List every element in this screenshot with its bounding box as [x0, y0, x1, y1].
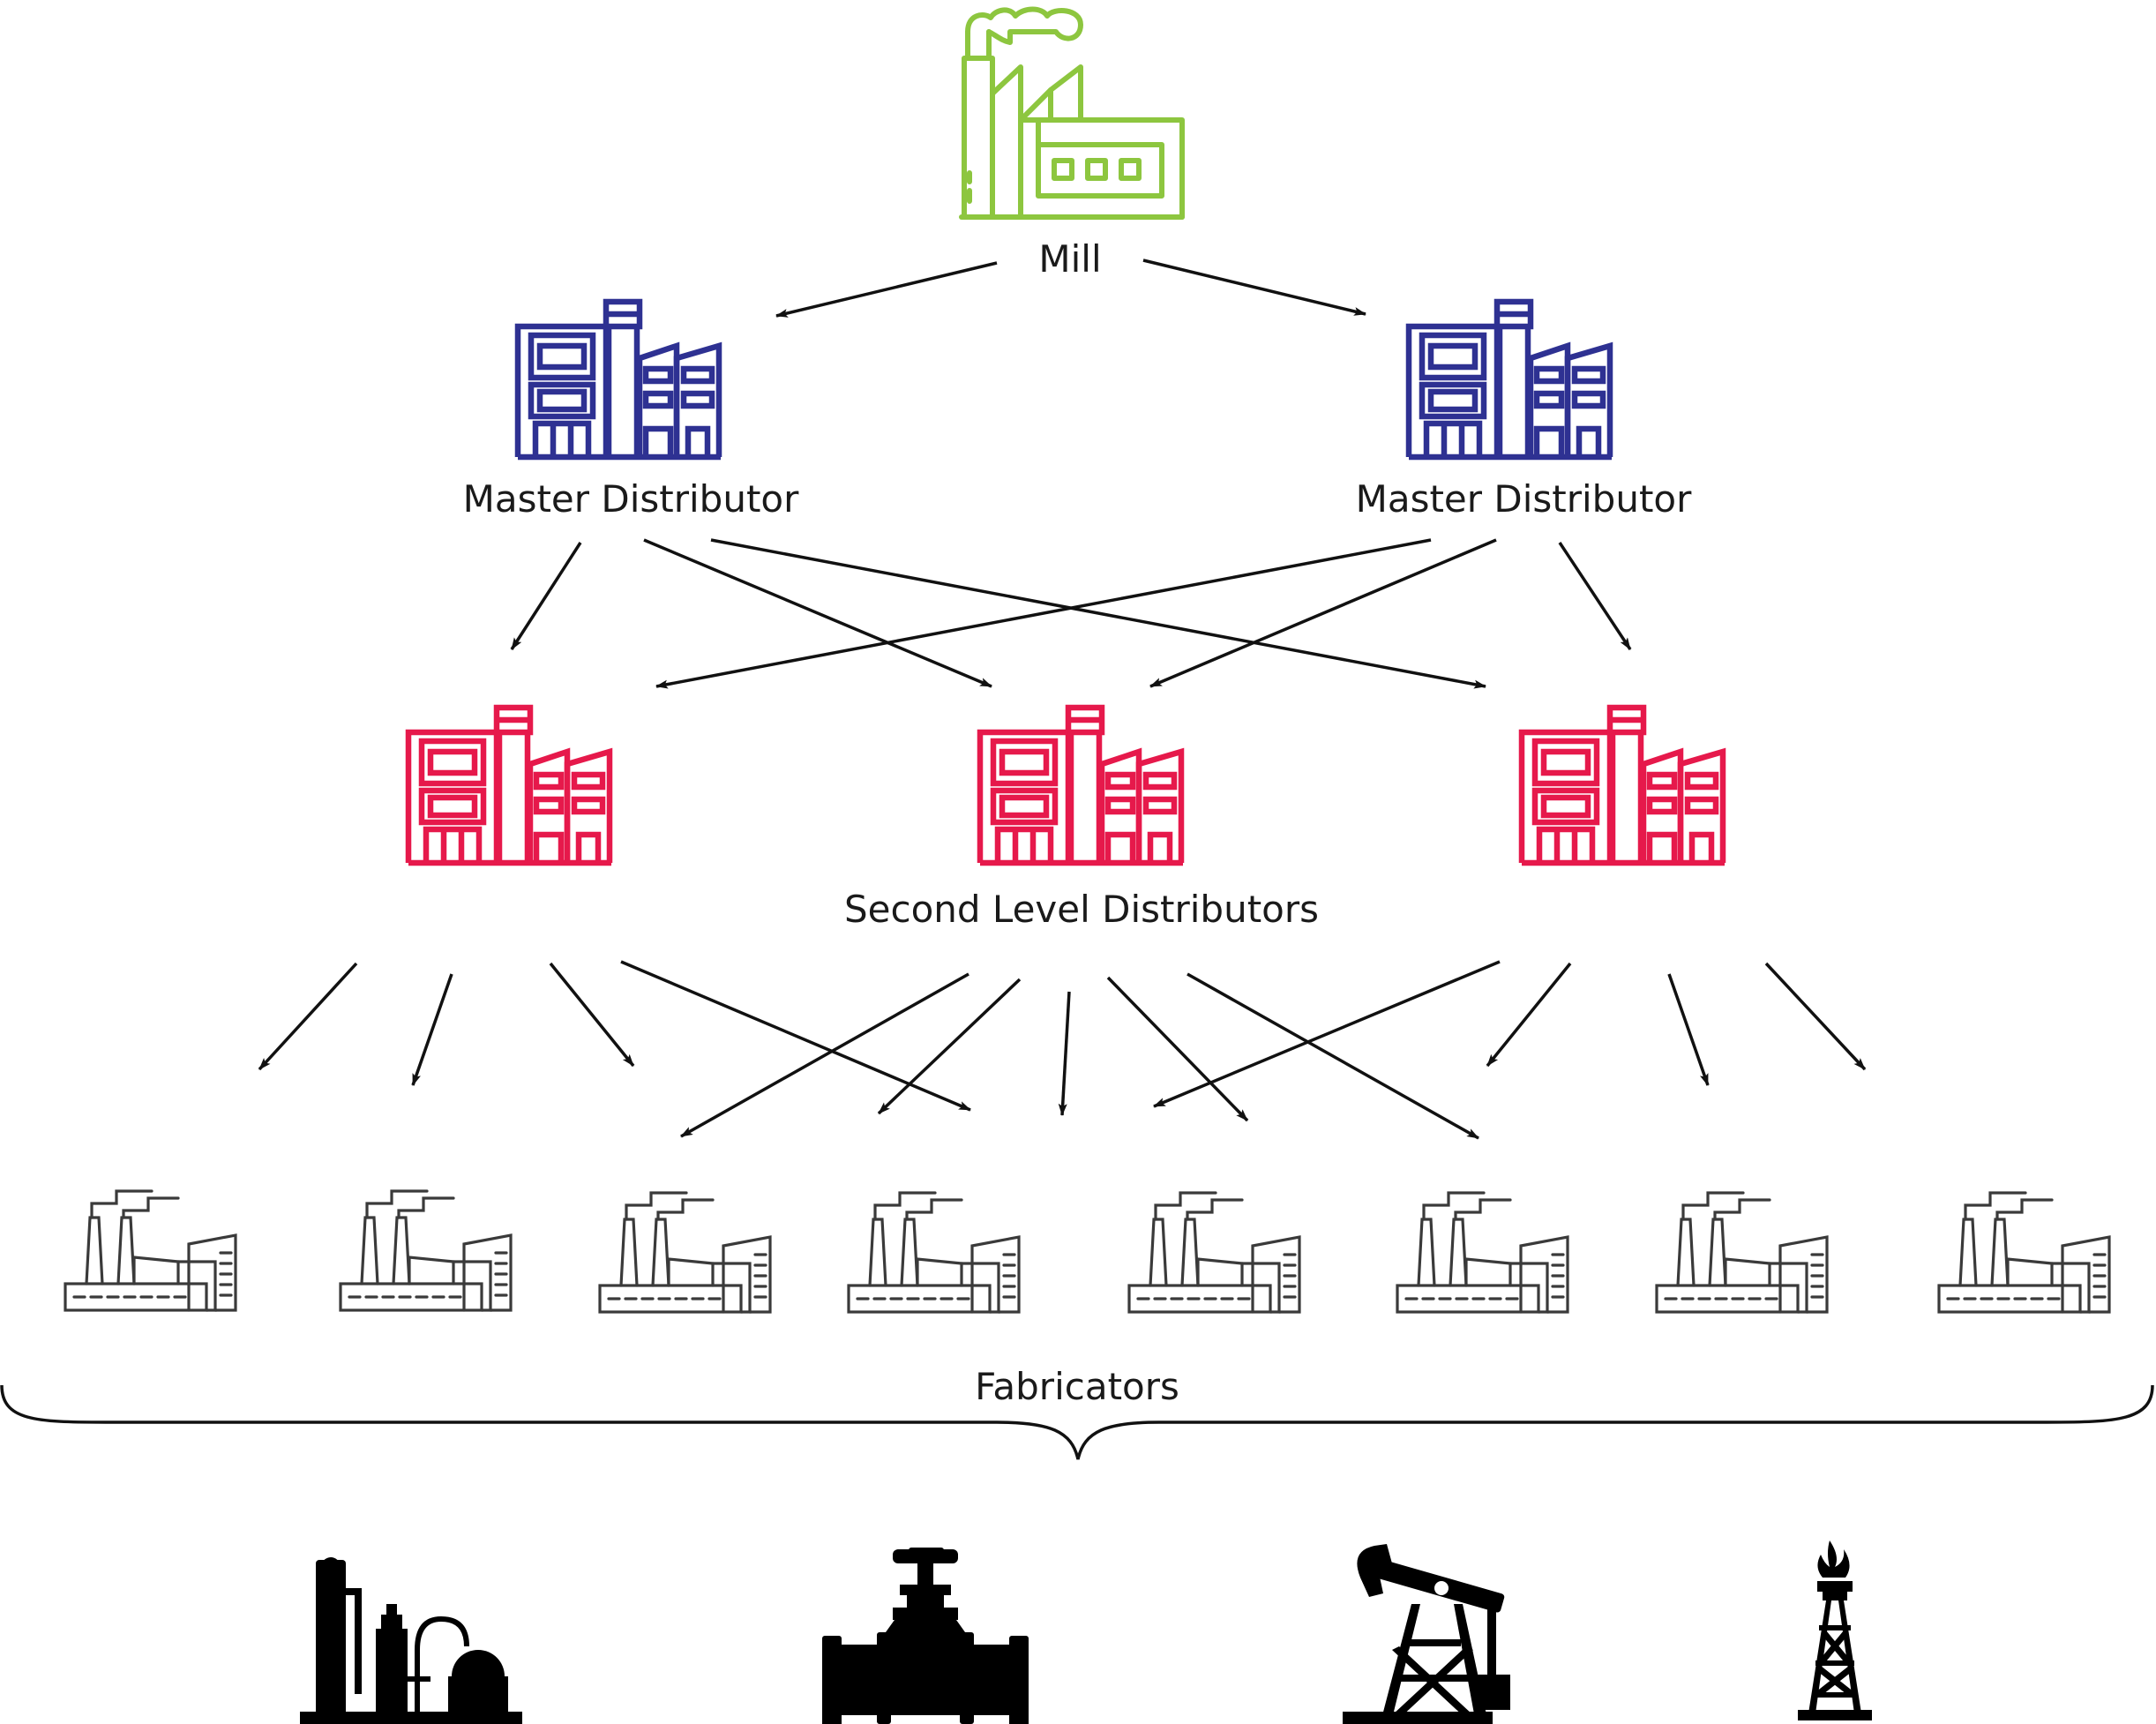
arrow-sl3-to-f8: [1764, 962, 1867, 1071]
second-level-distributor-1-icon: [408, 708, 611, 863]
mill-icon: [959, 6, 1185, 220]
second-level-distributors-label: Second Level Distributors: [844, 888, 1319, 931]
arrow-sl2-to-f5: [1106, 976, 1249, 1122]
arrow-mill-to-md-right: [1142, 259, 1366, 316]
fabricator-7-icon: [1655, 1191, 1829, 1314]
master-distributor-right-icon: [1409, 302, 1612, 457]
fabricator-2-icon: [339, 1189, 513, 1312]
arrow-sl1-to-f2: [411, 973, 453, 1086]
fabricators-brace: [0, 1384, 2154, 1460]
arrow-sl1-to-f4: [620, 960, 971, 1112]
arrow-sl2-to-f4b: [1058, 991, 1071, 1116]
second-level-distributor-3-icon: [1522, 708, 1725, 863]
pipeline-valve-icon: [822, 1548, 1029, 1724]
arrow-md2-to-sl3: [1558, 542, 1632, 650]
mill-label: Mill: [1038, 237, 1101, 281]
arrow-mill-to-md-left: [775, 261, 998, 318]
arrow-sl3-to-f7: [1667, 973, 1710, 1086]
fabricator-4-icon: [847, 1191, 1021, 1314]
fabricator-8-icon: [1937, 1191, 2111, 1314]
fabricator-6-icon: [1396, 1191, 1569, 1314]
arrow-sl3-to-f5: [1153, 960, 1501, 1108]
arrow-sl1-to-f3: [549, 962, 635, 1068]
arrow-sl1-to-f1: [258, 962, 358, 1071]
arrow-md1-to-sl2: [643, 538, 992, 688]
gas-flare-derrick-icon: [1798, 1540, 1872, 1720]
arrow-sl2-to-f6: [1187, 972, 1479, 1140]
fabricator-3-icon: [598, 1191, 772, 1314]
arrow-sl3-to-f6: [1486, 962, 1572, 1068]
arrow-md1-to-sl3: [710, 538, 1486, 689]
arrow-md2-to-sl2: [1149, 538, 1497, 688]
fabricators-label: Fabricators: [975, 1365, 1179, 1408]
arrow-sl2-to-f3: [680, 972, 969, 1138]
second-level-distributor-2-icon: [980, 708, 1183, 863]
master-distributor-left-icon: [518, 302, 721, 457]
refinery-icon: [300, 1557, 522, 1724]
master-distributor-left-label: Master Distributor: [463, 477, 800, 521]
arrow-sl2-to-f4: [877, 978, 1022, 1115]
fabricator-5-icon: [1127, 1191, 1301, 1314]
master-distributor-right-label: Master Distributor: [1356, 477, 1693, 521]
arrow-md2-to-sl1: [655, 538, 1432, 689]
fabricator-1-icon: [64, 1189, 237, 1312]
arrow-md1-to-sl1: [510, 542, 582, 650]
oil-pumpjack-icon: [1343, 1544, 1510, 1724]
